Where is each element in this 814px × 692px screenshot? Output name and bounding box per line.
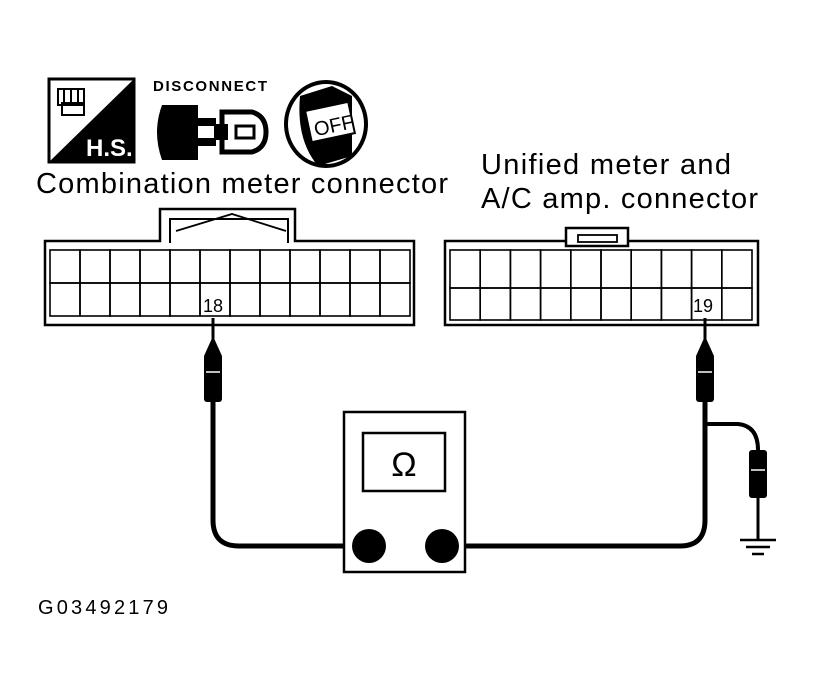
meter-display bbox=[361, 431, 447, 493]
right-pin-number: 19 bbox=[693, 296, 713, 316]
right-connector-label-line2: A/C amp. connector bbox=[481, 183, 758, 215]
hs-icon: H.S. bbox=[47, 77, 136, 164]
ground-icon bbox=[740, 538, 776, 556]
left-connector-cavity bbox=[379, 282, 411, 317]
meter-terminal-left bbox=[352, 529, 386, 563]
left-connector-label: Combination meter connector bbox=[36, 168, 448, 200]
unified-meter-connector: 19 bbox=[443, 226, 760, 327]
left-connector-cavities bbox=[49, 249, 411, 317]
right-connector-cavity bbox=[720, 287, 753, 321]
connector-small-icon bbox=[57, 88, 85, 116]
ground-probe bbox=[749, 450, 767, 498]
figure-code: G03492179 bbox=[38, 597, 168, 619]
ohm-symbol: Ω bbox=[391, 446, 416, 484]
left-pin-number: 18 bbox=[203, 296, 223, 316]
meter-terminal-right bbox=[425, 529, 459, 563]
right-probe bbox=[696, 318, 714, 402]
combination-meter-connector: 18 bbox=[43, 207, 416, 327]
left-probe bbox=[204, 318, 222, 402]
ignition-key-off-icon: OFF bbox=[284, 80, 368, 168]
disconnect-label: DISCONNECT bbox=[153, 78, 267, 95]
test-leads bbox=[210, 400, 760, 549]
right-connector-cavities bbox=[449, 249, 753, 321]
ohmmeter: Ω bbox=[342, 410, 467, 574]
right-connector-label-line1: Unified meter and bbox=[481, 149, 731, 181]
hs-label: H.S. bbox=[86, 135, 133, 162]
disconnect-icon: DISCONNECT bbox=[153, 78, 269, 160]
